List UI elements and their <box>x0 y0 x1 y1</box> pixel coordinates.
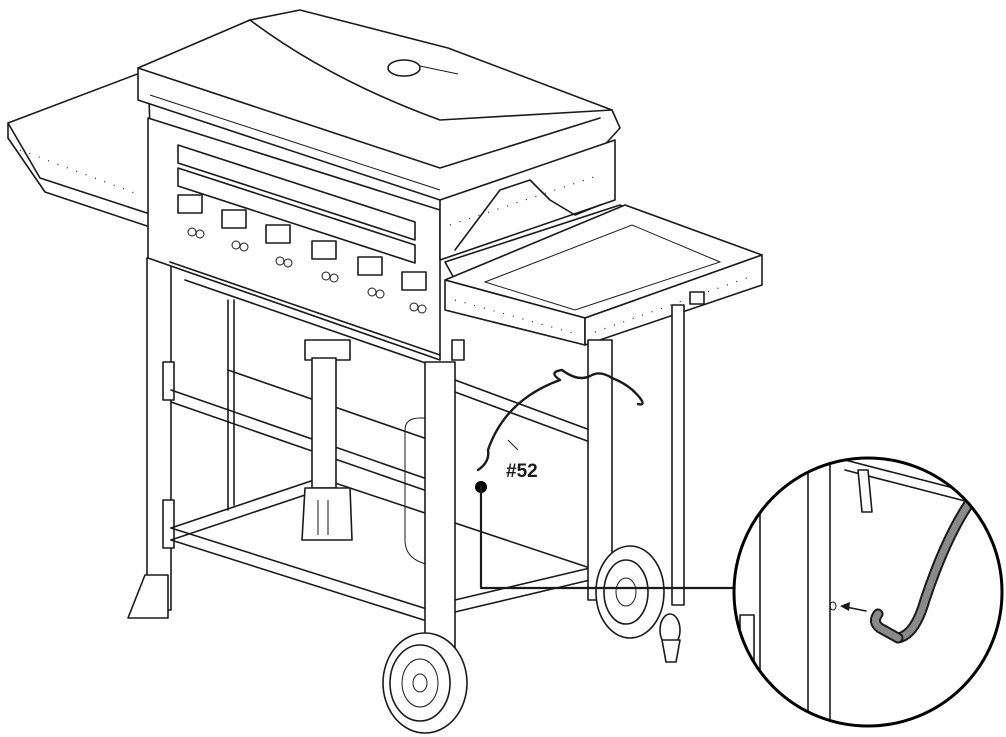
rear-wheel <box>595 545 681 663</box>
hook-part-52 <box>476 368 644 472</box>
grill-hood <box>137 9 621 201</box>
right-side-shelf <box>444 204 763 346</box>
right-legs <box>587 304 685 606</box>
cart-frame <box>170 299 591 623</box>
detail-magnifier <box>732 456 1004 728</box>
left-side-shelf <box>7 69 154 229</box>
front-center-leg <box>424 339 465 663</box>
front-wheel <box>382 632 468 734</box>
center-burner-tube <box>301 339 353 541</box>
rear-left-leg <box>127 257 175 619</box>
leader-line <box>475 481 757 590</box>
control-panel <box>147 117 441 369</box>
part-number-label: #52 <box>506 461 538 482</box>
